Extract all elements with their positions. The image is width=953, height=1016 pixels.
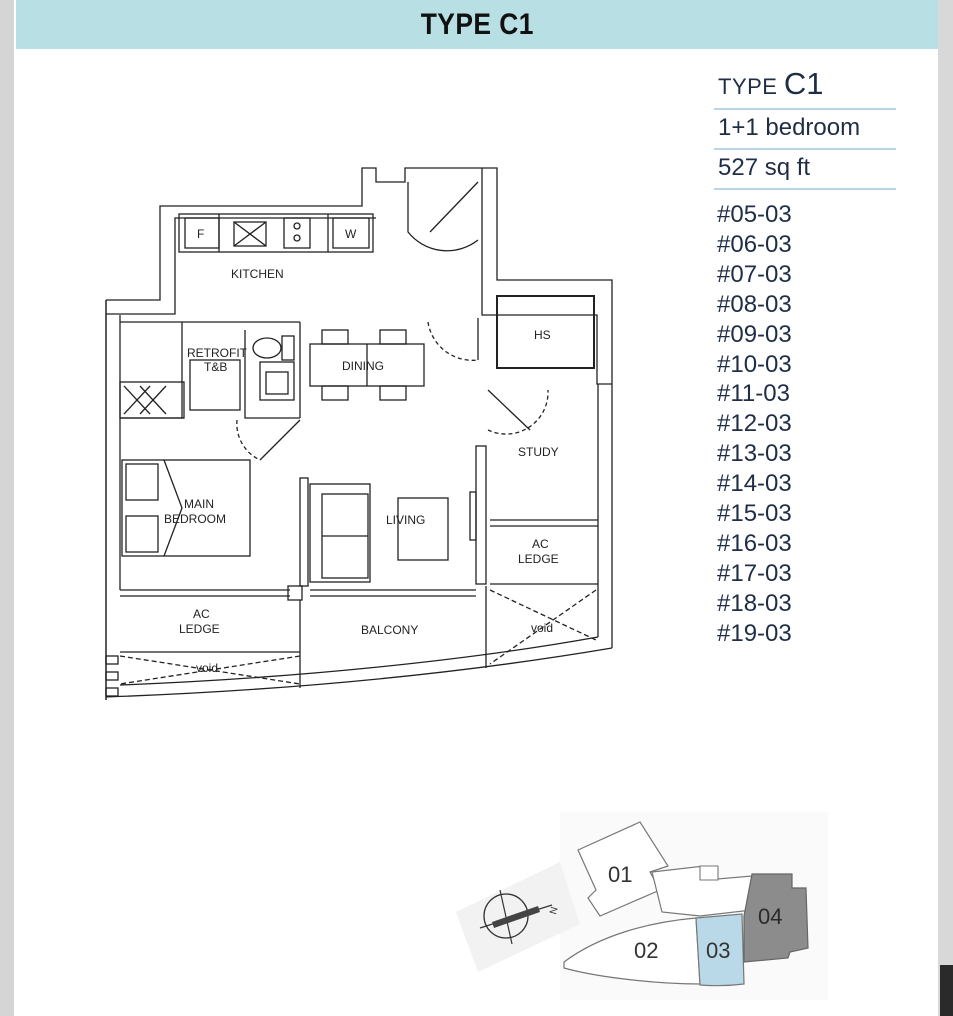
unit-number: #17-03 bbox=[717, 559, 792, 587]
unit-number: #18-03 bbox=[717, 589, 792, 617]
key-plan: N 01 02 03 04 bbox=[456, 812, 828, 1000]
unit-number: #07-03 bbox=[717, 260, 792, 288]
living-label: LIVING bbox=[386, 513, 425, 527]
block-03-label: 03 bbox=[706, 938, 730, 963]
unit-number: #12-03 bbox=[717, 410, 792, 438]
unit-number: #13-03 bbox=[717, 440, 792, 468]
page-title: TYPE C1 bbox=[420, 7, 534, 41]
bedroom-count: 1+1 bedroom bbox=[714, 110, 896, 150]
unit-number: #11-03 bbox=[717, 380, 790, 408]
unit-number: #10-03 bbox=[717, 350, 792, 378]
unit-type-prefix: TYPE bbox=[718, 74, 778, 99]
unit-number: #16-03 bbox=[717, 529, 792, 557]
ac-ledge-left-label-1: AC bbox=[193, 607, 210, 621]
unit-area: 527 sq ft bbox=[714, 150, 896, 190]
block-02-label: 02 bbox=[634, 938, 658, 963]
scrollbar-thumb[interactable] bbox=[940, 965, 953, 1016]
unit-type-code: C1 bbox=[783, 66, 824, 101]
dining-label: DINING bbox=[342, 359, 384, 373]
unit-info-panel: TYPE C1 1+1 bedroom 527 sq ft #05-03 #06… bbox=[714, 62, 896, 649]
north-label: N bbox=[548, 906, 560, 916]
ac-ledge-right-label-2: LEDGE bbox=[518, 552, 559, 566]
block-04-label: 04 bbox=[758, 904, 782, 929]
ac-ledge-left-label-2: LEDGE bbox=[179, 622, 220, 636]
hs-label: HS bbox=[534, 328, 551, 342]
header-band: TYPE C1 bbox=[16, 0, 938, 49]
ac-ledge-right-label-1: AC bbox=[532, 537, 549, 551]
unit-number-list: #05-03 #06-03 #07-03 #08-03 #09-03 #10-0… bbox=[714, 200, 896, 649]
kitchen-label: KITCHEN bbox=[231, 267, 284, 281]
unit-number: #14-03 bbox=[717, 470, 792, 498]
balcony-label: BALCONY bbox=[361, 623, 418, 637]
unit-type-row: TYPE C1 bbox=[714, 62, 896, 110]
study-label: STUDY bbox=[518, 445, 559, 459]
fridge-label: F bbox=[197, 227, 204, 241]
tb-label: T&B bbox=[204, 360, 227, 374]
main-bedroom-label-1: MAIN bbox=[184, 497, 214, 511]
unit-number: #08-03 bbox=[717, 290, 792, 318]
void-left-label: void bbox=[196, 661, 218, 675]
block-01-label: 01 bbox=[608, 862, 632, 887]
main-bedroom-label-2: BEDROOM bbox=[164, 512, 226, 526]
unit-number: #09-03 bbox=[717, 320, 792, 348]
void-right-label: void bbox=[531, 621, 553, 635]
unit-number: #06-03 bbox=[717, 230, 792, 258]
viewer-edge bbox=[938, 0, 953, 1016]
unit-number: #05-03 bbox=[717, 201, 792, 228]
unit-number: #19-03 bbox=[717, 619, 792, 647]
retrofit-label: RETROFIT bbox=[187, 346, 248, 360]
unit-number: #15-03 bbox=[717, 500, 792, 528]
washer-label: W bbox=[345, 227, 357, 241]
